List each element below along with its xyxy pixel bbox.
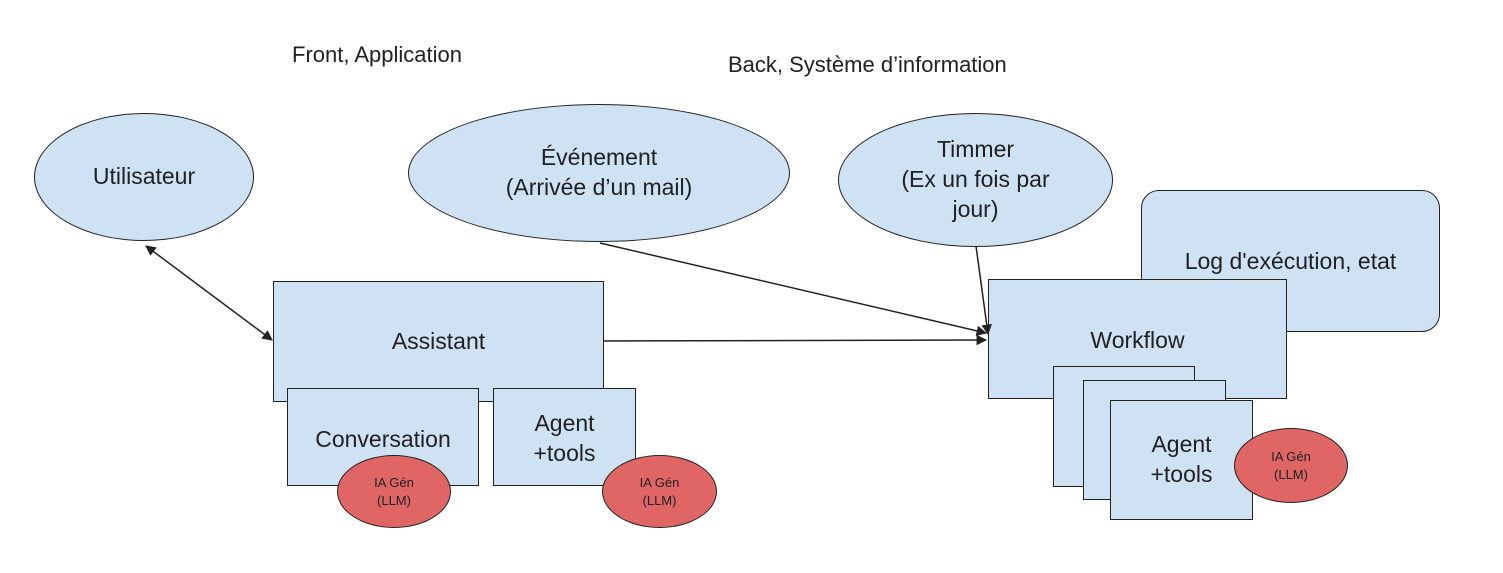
assistant-workflow-arrow [603,334,988,346]
utilisateur-label: Utilisateur [92,163,196,190]
agent-front-label: Agent +tools [533,410,596,466]
front-section-title: Front, Application [292,42,462,67]
evenement-label: Événement (Arrivée d’un mail) [505,144,693,200]
llm-agent-front-badge: IA Gén (LLM) [602,455,717,528]
llm-agent-back-label: IA Gén (LLM) [1271,448,1311,482]
evenement-workflow-arrow [599,242,988,336]
agent-back-node: Agent +tools [1110,400,1253,520]
utilisateur-assistant-arrow [145,245,273,341]
workflow-label: Workflow [1090,327,1185,353]
timmer-label: Timmer (Ex un fois par jour) [901,136,1050,222]
assistant-label: Assistant [391,327,486,354]
conversation-label: Conversation [315,426,451,452]
llm-agent-front-label: IA Gén (LLM) [639,474,680,508]
assistant-node: Assistant [273,281,604,402]
utilisateur-node: Utilisateur [34,113,254,241]
log-label: Log d'exécution, etat [1184,248,1397,274]
llm-agent-back-badge: IA Gén (LLM) [1234,428,1348,503]
llm-conversation-label: IA Gén (LLM) [374,474,414,508]
llm-conversation-badge: IA Gén (LLM) [337,455,451,528]
agent-back-label: Agent +tools [1150,431,1213,487]
timmer-workflow-arrow [975,245,992,336]
evenement-node: Événement (Arrivée d’un mail) [408,104,790,242]
back-section-title: Back, Système d’information [728,52,1007,77]
